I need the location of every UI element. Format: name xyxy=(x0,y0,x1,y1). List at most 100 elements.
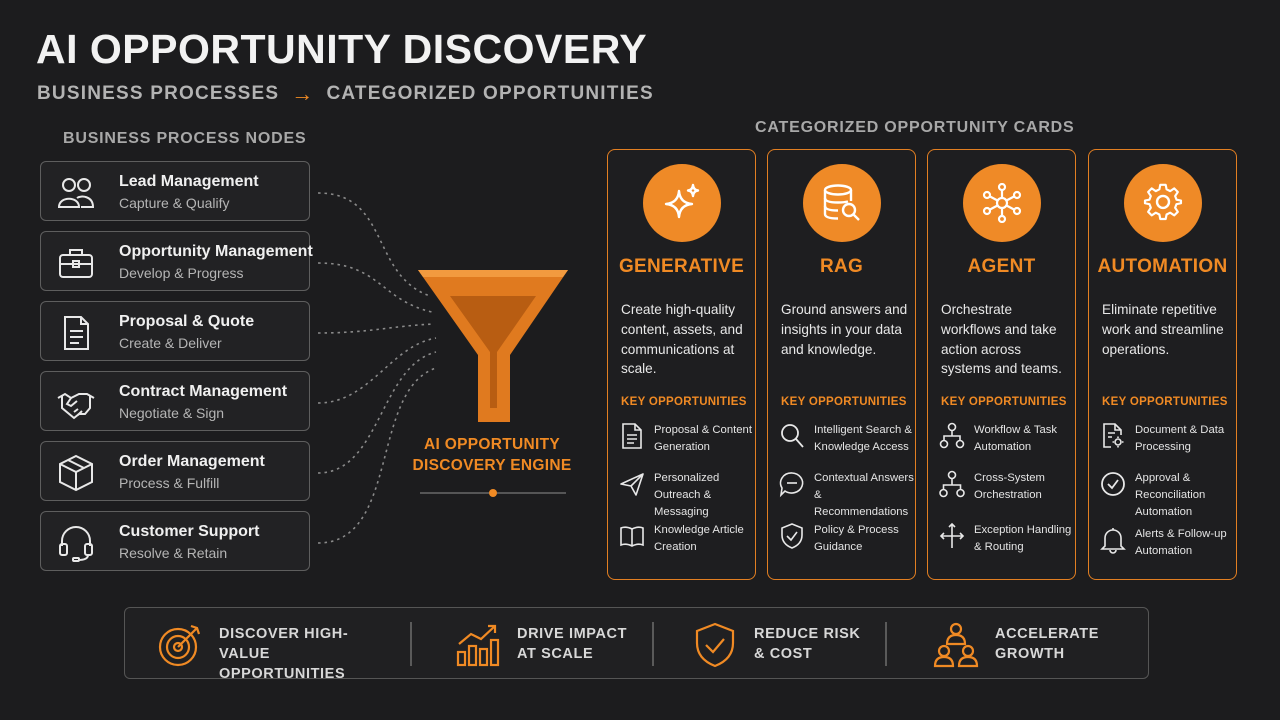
process-node-contract-management[interactable]: Contract Management Negotiate & Sign xyxy=(40,371,310,431)
node-name: Lead Management xyxy=(119,173,259,190)
gear-icon xyxy=(1143,183,1183,221)
opportunity-item[interactable]: Cross-System Orchestration xyxy=(939,470,1073,510)
check-circle-icon xyxy=(1101,472,1125,496)
bell-icon xyxy=(1100,528,1126,554)
shield-check-icon xyxy=(781,523,803,549)
card-title: AGENT xyxy=(967,256,1036,277)
opportunity-text: Contextual Answers & Recommendations xyxy=(814,472,914,518)
engine-label: AI OPPORTUNITY DISCOVERY ENGINE xyxy=(412,434,572,476)
engine-label-line2: DISCOVERY ENGINE xyxy=(412,457,572,474)
opportunity-item[interactable]: Knowledge Article Creation xyxy=(619,522,753,562)
card-title: GENERATIVE xyxy=(618,256,745,277)
arrow-right-icon: → xyxy=(291,81,315,106)
benefit-line1: REDUCE RISK xyxy=(754,626,861,642)
key-opportunities-label: KEY OPPORTUNITIES xyxy=(621,396,747,408)
node-subtitle: Capture & Qualify xyxy=(119,195,230,211)
funnel-icon xyxy=(418,270,568,422)
card-automation[interactable]: AUTOMATION Eliminate repetitive work and… xyxy=(1088,149,1237,580)
process-node-proposal-quote[interactable]: Proposal & Quote Create & Deliver xyxy=(40,301,310,361)
target-icon xyxy=(158,624,201,667)
benefit-line2: & COST xyxy=(754,646,813,662)
opportunity-item[interactable]: Workflow & Task Automation xyxy=(939,422,1073,462)
key-opportunities-label: KEY OPPORTUNITIES xyxy=(941,396,1067,408)
search-icon xyxy=(781,424,804,448)
subtitle-target: CATEGORIZED OPPORTUNITIES xyxy=(326,83,654,104)
card-badge xyxy=(643,164,721,242)
briefcase-icon xyxy=(59,249,93,278)
engine-divider xyxy=(420,489,566,497)
card-badge xyxy=(963,164,1041,242)
card-badge xyxy=(803,164,881,242)
benefit-divider xyxy=(885,622,887,666)
benefit-line1: DRIVE IMPACT xyxy=(517,626,628,642)
benefit-text: ACCELERATE GROWTH xyxy=(995,624,1165,664)
document-icon xyxy=(622,423,642,449)
node-subtitle: Develop & Progress xyxy=(119,265,244,281)
card-description: Ground answers and insights in your data… xyxy=(781,302,908,357)
benefit-divider xyxy=(652,622,654,666)
opportunity-item[interactable]: Approval & Reconciliation Automation xyxy=(1100,470,1234,518)
opportunity-text: Document & Data Processing xyxy=(1135,424,1225,453)
users-icon xyxy=(57,178,95,208)
benefit-text: DRIVE IMPACT AT SCALE xyxy=(517,624,687,664)
node-subtitle: Resolve & Retain xyxy=(119,545,228,561)
benefits-bar: DISCOVER HIGH-VALUE OPPORTUNITIES DRIVE … xyxy=(124,607,1149,682)
opportunity-text: Proposal & Content Generation xyxy=(654,424,752,453)
sparkles-icon xyxy=(664,183,700,219)
card-generative[interactable]: GENERATIVE Create high-quality content, … xyxy=(607,149,756,580)
benefit-line1: ACCELERATE xyxy=(995,626,1100,642)
package-icon xyxy=(59,454,93,492)
node-name: Proposal & Quote xyxy=(119,313,255,330)
team-icon xyxy=(933,622,979,668)
shield-check-icon xyxy=(695,622,735,668)
node-name: Order Management xyxy=(119,453,265,470)
page-subtitle: BUSINESS PROCESSES → CATEGORIZED OPPORTU… xyxy=(37,81,654,107)
benefit-line2: AT SCALE xyxy=(517,646,594,662)
opportunity-item[interactable]: Exception Handling & Routing xyxy=(939,522,1073,562)
card-rag[interactable]: RAG Ground answers and insights in your … xyxy=(767,149,916,580)
card-agent[interactable]: AGENT Orchestrate workflows and take act… xyxy=(927,149,1076,580)
chat-icon xyxy=(779,472,804,498)
process-node-lead-management[interactable]: Lead Management Capture & Qualify xyxy=(40,161,310,221)
workflow-icon xyxy=(939,422,965,449)
node-name: Customer Support xyxy=(119,523,260,540)
benefit-line1: DISCOVER HIGH-VALUE xyxy=(219,626,349,662)
card-description: Create high-quality content, assets, and… xyxy=(621,302,743,377)
card-title: AUTOMATION xyxy=(1097,256,1228,277)
nodes-section-label: BUSINESS PROCESS NODES xyxy=(63,130,307,147)
opportunity-text: Cross-System Orchestration xyxy=(974,472,1045,501)
node-subtitle: Process & Fulfill xyxy=(119,475,220,491)
node-subtitle: Negotiate & Sign xyxy=(119,405,225,421)
page-title: AI OPPORTUNITY DISCOVERY xyxy=(36,26,648,72)
headset-icon xyxy=(59,526,93,562)
book-icon xyxy=(620,526,644,547)
document-icon xyxy=(64,316,89,350)
send-icon xyxy=(620,473,644,496)
hierarchy-icon xyxy=(939,470,965,498)
card-description: Orchestrate workflows and take action ac… xyxy=(941,302,1062,377)
process-node-opportunity-management[interactable]: Opportunity Management Develop & Progres… xyxy=(40,231,313,291)
opportunity-item[interactable]: Contextual Answers & Recommendations xyxy=(779,470,914,518)
opportunity-item[interactable]: Policy & Process Guidance xyxy=(779,522,913,562)
opportunity-text: Alerts & Follow-up Automation xyxy=(1135,528,1227,557)
opportunity-item[interactable]: Document & Data Processing xyxy=(1100,422,1234,462)
node-name: Contract Management xyxy=(119,383,288,400)
handshake-icon xyxy=(57,392,95,420)
key-opportunities-label: KEY OPPORTUNITIES xyxy=(1102,396,1228,408)
routing-icon xyxy=(939,522,965,548)
card-badge xyxy=(1124,164,1202,242)
opportunity-item[interactable]: Alerts & Follow-up Automation xyxy=(1100,526,1234,566)
opportunity-text: Approval & Reconciliation Automation xyxy=(1135,472,1206,518)
opportunity-text: Personalized Outreach & Messaging xyxy=(654,472,720,518)
key-opportunities-label: KEY OPPORTUNITIES xyxy=(781,396,907,408)
process-node-customer-support[interactable]: Customer Support Resolve & Retain xyxy=(40,511,310,571)
opportunity-item[interactable]: Intelligent Search & Knowledge Access xyxy=(779,422,913,462)
database-search-icon xyxy=(823,184,860,221)
network-icon xyxy=(982,183,1022,223)
opportunity-item[interactable]: Proposal & Content Generation xyxy=(619,422,753,462)
benefit-line2: GROWTH xyxy=(995,646,1065,662)
opportunity-item[interactable]: Personalized Outreach & Messaging xyxy=(619,470,753,518)
node-subtitle: Create & Deliver xyxy=(119,335,222,351)
process-node-order-management[interactable]: Order Management Process & Fulfill xyxy=(40,441,310,501)
subtitle-source: BUSINESS PROCESSES xyxy=(37,83,280,104)
